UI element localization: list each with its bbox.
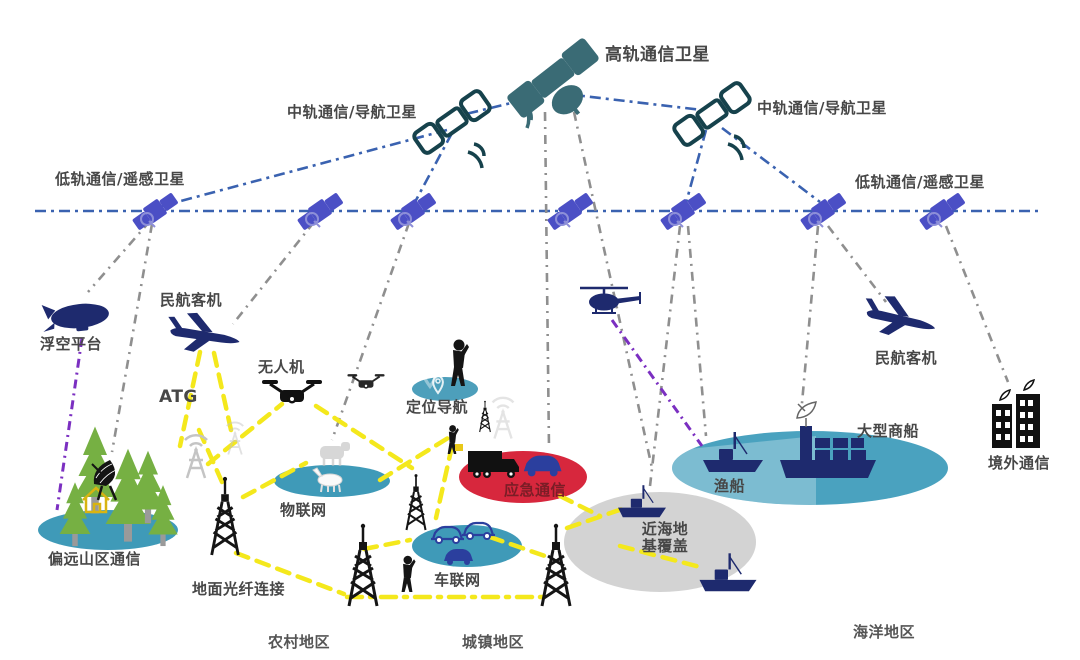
link-line — [648, 225, 682, 487]
link-line — [330, 222, 411, 441]
meo-satellite-icon — [670, 79, 754, 162]
offshore-coverage-ellipse — [564, 492, 756, 592]
link-line — [205, 401, 285, 467]
link-line — [413, 132, 454, 203]
link-line — [543, 111, 551, 449]
label-offshore-coverage: 近海地 基覆盖 — [615, 520, 715, 556]
ground-network-links — [177, 349, 703, 600]
label-merchant-ship: 大型商船 — [857, 422, 920, 440]
label-meo-satellite-right: 中轨通信/导航卫星 — [757, 99, 887, 117]
link-line — [826, 225, 888, 303]
label-offshore-line2: 基覆盖 — [641, 537, 689, 556]
label-ground-fiber: 地面光纤连接 — [192, 580, 286, 598]
link-line — [240, 460, 309, 500]
wifi-tower-icon — [491, 396, 515, 440]
geo-satellite-icon — [503, 34, 621, 145]
airship-ground-line — [55, 337, 84, 511]
label-vehicle-network: 车联网 — [434, 571, 481, 589]
link-line — [557, 493, 603, 519]
label-heo-satellite: 高轨通信卫星 — [605, 45, 710, 65]
link-line — [565, 92, 703, 112]
satellite-ground-links — [87, 111, 1010, 487]
label-emergency-comm: 应急通信 — [504, 481, 567, 499]
link-line — [572, 111, 654, 469]
link-line — [313, 403, 415, 471]
cell-tower-icon — [479, 400, 491, 433]
link-line — [233, 550, 347, 597]
link-line — [433, 443, 455, 521]
atg-line — [211, 350, 234, 433]
meo-satellite-icon — [410, 87, 494, 170]
label-overseas-comm: 境外通信 — [988, 454, 1051, 472]
link-line — [944, 225, 1010, 383]
link-line — [196, 427, 225, 485]
label-remote-mountain-comm: 偏远山区通信 — [48, 550, 142, 568]
link-line — [564, 504, 631, 531]
link-line — [686, 225, 708, 437]
cell-tower-icon — [210, 475, 240, 557]
cow-icon — [318, 440, 352, 468]
label-civil-aircraft-left: 民航客机 — [160, 291, 223, 309]
link-line — [487, 534, 548, 559]
airship-icon — [40, 298, 111, 335]
label-fishing-boat: 渔船 — [714, 477, 746, 495]
atg-line — [177, 349, 203, 449]
label-meo-satellite-left: 中轨通信/导航卫星 — [287, 103, 417, 121]
person-icon — [401, 555, 416, 592]
link-line — [721, 126, 821, 204]
link-line — [231, 221, 316, 325]
link-line — [465, 92, 549, 116]
person-icon — [451, 339, 469, 386]
link-line — [377, 435, 451, 483]
link-line — [110, 223, 154, 453]
link-line — [87, 220, 151, 293]
label-civil-aircraft-right: 民航客机 — [875, 349, 938, 367]
label-positioning-nav: 定位导航 — [406, 398, 469, 416]
airplane-icon — [859, 290, 940, 345]
drone-icon — [260, 378, 324, 405]
airplane-icon — [164, 308, 243, 358]
handcart-box — [455, 444, 463, 451]
label-leo-satellite-left: 低轨通信/遥感卫星 — [55, 170, 185, 188]
helicopter-boat-line — [610, 319, 704, 447]
label-rural-area: 农村地区 — [268, 633, 331, 651]
link-line — [161, 128, 448, 208]
purple-links — [55, 319, 704, 511]
label-leo-satellite-right: 低轨通信/遥感卫星 — [855, 173, 985, 191]
label-iot: 物联网 — [280, 501, 327, 519]
link-line — [617, 543, 703, 570]
label-urban-area: 城镇地区 — [462, 633, 525, 651]
helicopter-icon — [578, 286, 642, 315]
label-uav: 无人机 — [258, 358, 305, 376]
cell-tower-icon — [405, 473, 427, 532]
label-floating-platform: 浮空平台 — [40, 335, 103, 353]
label-atg: ATG — [159, 387, 198, 407]
building-icon — [991, 379, 1041, 449]
label-ocean-area: 海洋地区 — [853, 623, 916, 641]
ship-dish-icon — [796, 401, 817, 428]
cell-tower-icon — [347, 522, 379, 608]
link-line — [361, 537, 413, 552]
link-line — [799, 225, 820, 415]
inter-satellite-links — [35, 92, 1043, 213]
label-offshore-line1: 近海地 — [641, 520, 689, 538]
